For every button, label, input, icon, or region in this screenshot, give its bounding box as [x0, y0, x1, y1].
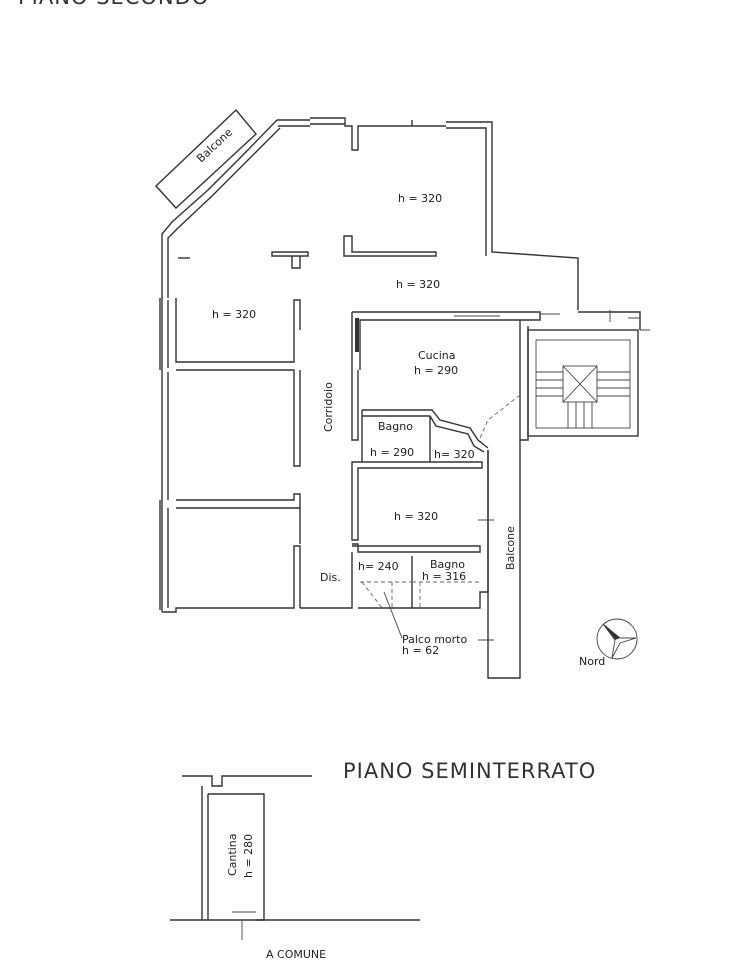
label-closet: Dis. [320, 571, 341, 584]
balcony-nw: Balcone [155, 108, 257, 209]
title-piano-seminterrato: PIANO SEMINTERRATO [343, 759, 596, 783]
label-corridor: Corridoio [322, 382, 335, 432]
flue-block [355, 318, 359, 352]
room-labels: h = 320 h = 320 h = 320 Cucina h = 290 C… [212, 192, 517, 657]
label-north: Nord [579, 655, 605, 668]
label-room-mid-height: h = 320 [394, 510, 438, 523]
label-bath-2: Bagno [430, 558, 465, 571]
title-piano-secondo: PIANO SECONDO [18, 0, 209, 9]
label-bath-1-annex-height: h= 320 [434, 448, 475, 461]
label-room-w-height: h = 320 [212, 308, 256, 321]
label-shared-access: A COMUNE [266, 948, 326, 960]
staircase-icon [527, 310, 650, 437]
north-arrow-icon: Nord [579, 618, 638, 668]
outer-walls [159, 117, 579, 679]
label-kitchen: Cucina [418, 349, 455, 362]
label-bath-1: Bagno [378, 420, 413, 433]
label-small-room-height: h= 240 [358, 560, 399, 573]
label-bath-2-height: h = 316 [422, 570, 466, 583]
label-cellar: Cantina [226, 834, 239, 876]
label-kitchen-height: h = 290 [414, 364, 458, 377]
label-bath-1-height: h = 290 [370, 446, 414, 459]
label-loft: Palco morto [402, 633, 467, 646]
label-loft-height: h = 62 [402, 644, 439, 657]
label-balcony-e: Balcone [504, 526, 517, 570]
interior-walls [175, 235, 541, 609]
label-cellar-height: h = 280 [242, 834, 255, 878]
label-room-ne-height: h = 320 [398, 192, 442, 205]
label-living-height: h = 320 [396, 278, 440, 291]
basement-cellar: Cantina h = 280 A COMUNE [170, 775, 420, 960]
